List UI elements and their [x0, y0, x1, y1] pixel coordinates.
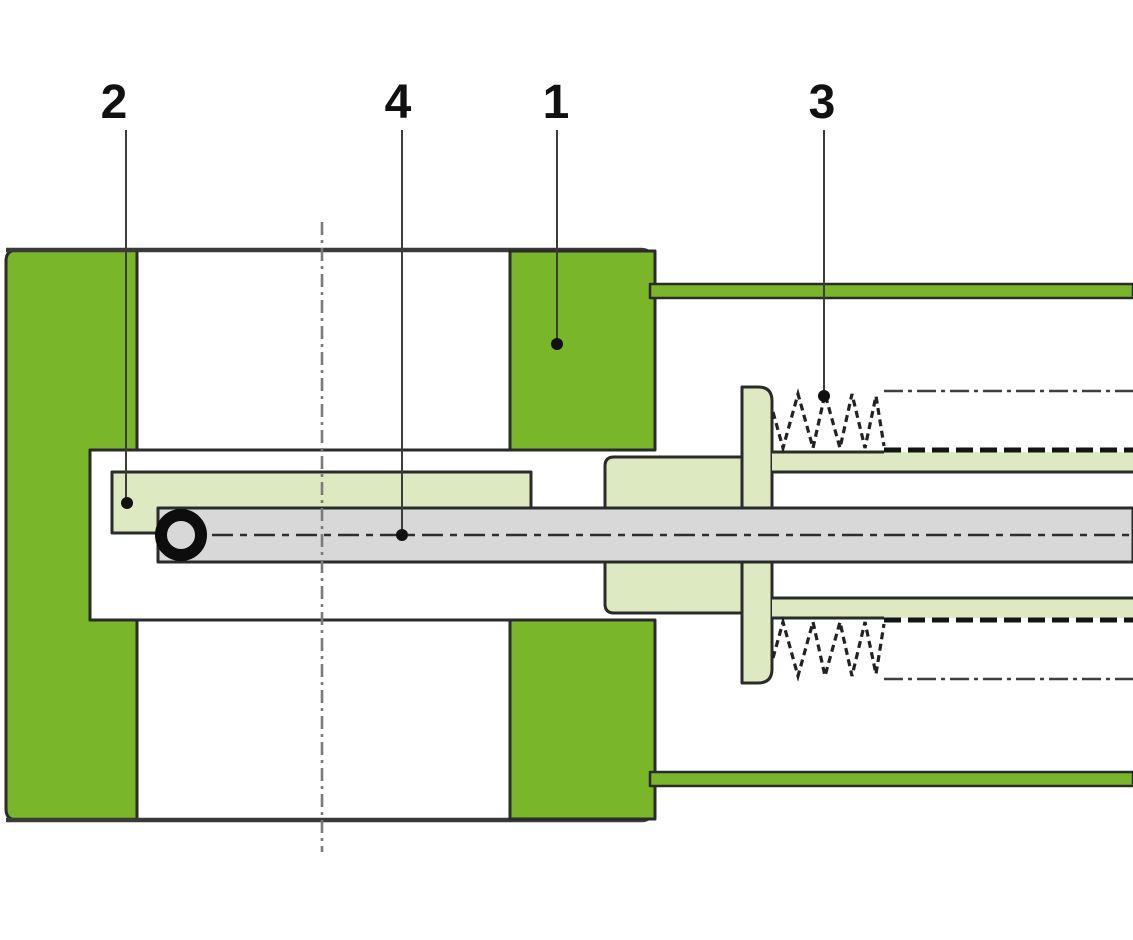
sleeve-borders: [772, 450, 1133, 620]
tube-wall-bottom: [648, 770, 1133, 788]
callout-1-label: 1: [543, 76, 570, 129]
hub-lower: [603, 560, 744, 615]
sleeve-wall-top: [772, 452, 1133, 472]
chamber-outline: [88, 448, 655, 622]
spring-bottom: [771, 616, 1133, 682]
spring-top-coils: [771, 388, 886, 454]
callout-1: 1: [543, 76, 570, 350]
callout-1-dot: [551, 338, 563, 350]
callout-3-label: 3: [809, 76, 836, 129]
hub-upper: [603, 455, 744, 510]
sleeve-wall-bottom: [772, 598, 1133, 618]
callout-2-dot: [121, 497, 133, 509]
callout-3: 3: [809, 76, 836, 402]
callout-2: 2: [101, 76, 133, 509]
callout-4-dot: [396, 529, 408, 541]
tube-wall-top: [648, 282, 1133, 300]
callout-4-label: 4: [385, 76, 412, 129]
cylinder-block-lower: [508, 618, 657, 821]
callout-4: 4: [385, 76, 412, 541]
o-ring: [155, 509, 207, 561]
callout-3-dot: [818, 390, 830, 402]
spring-bottom-coils: [771, 616, 886, 682]
end-cap: [4, 248, 139, 822]
spring-top: [771, 388, 1133, 454]
cylinder-block-upper: [508, 249, 657, 452]
housing: [4, 247, 1133, 823]
callout-2-label: 2: [101, 76, 128, 129]
